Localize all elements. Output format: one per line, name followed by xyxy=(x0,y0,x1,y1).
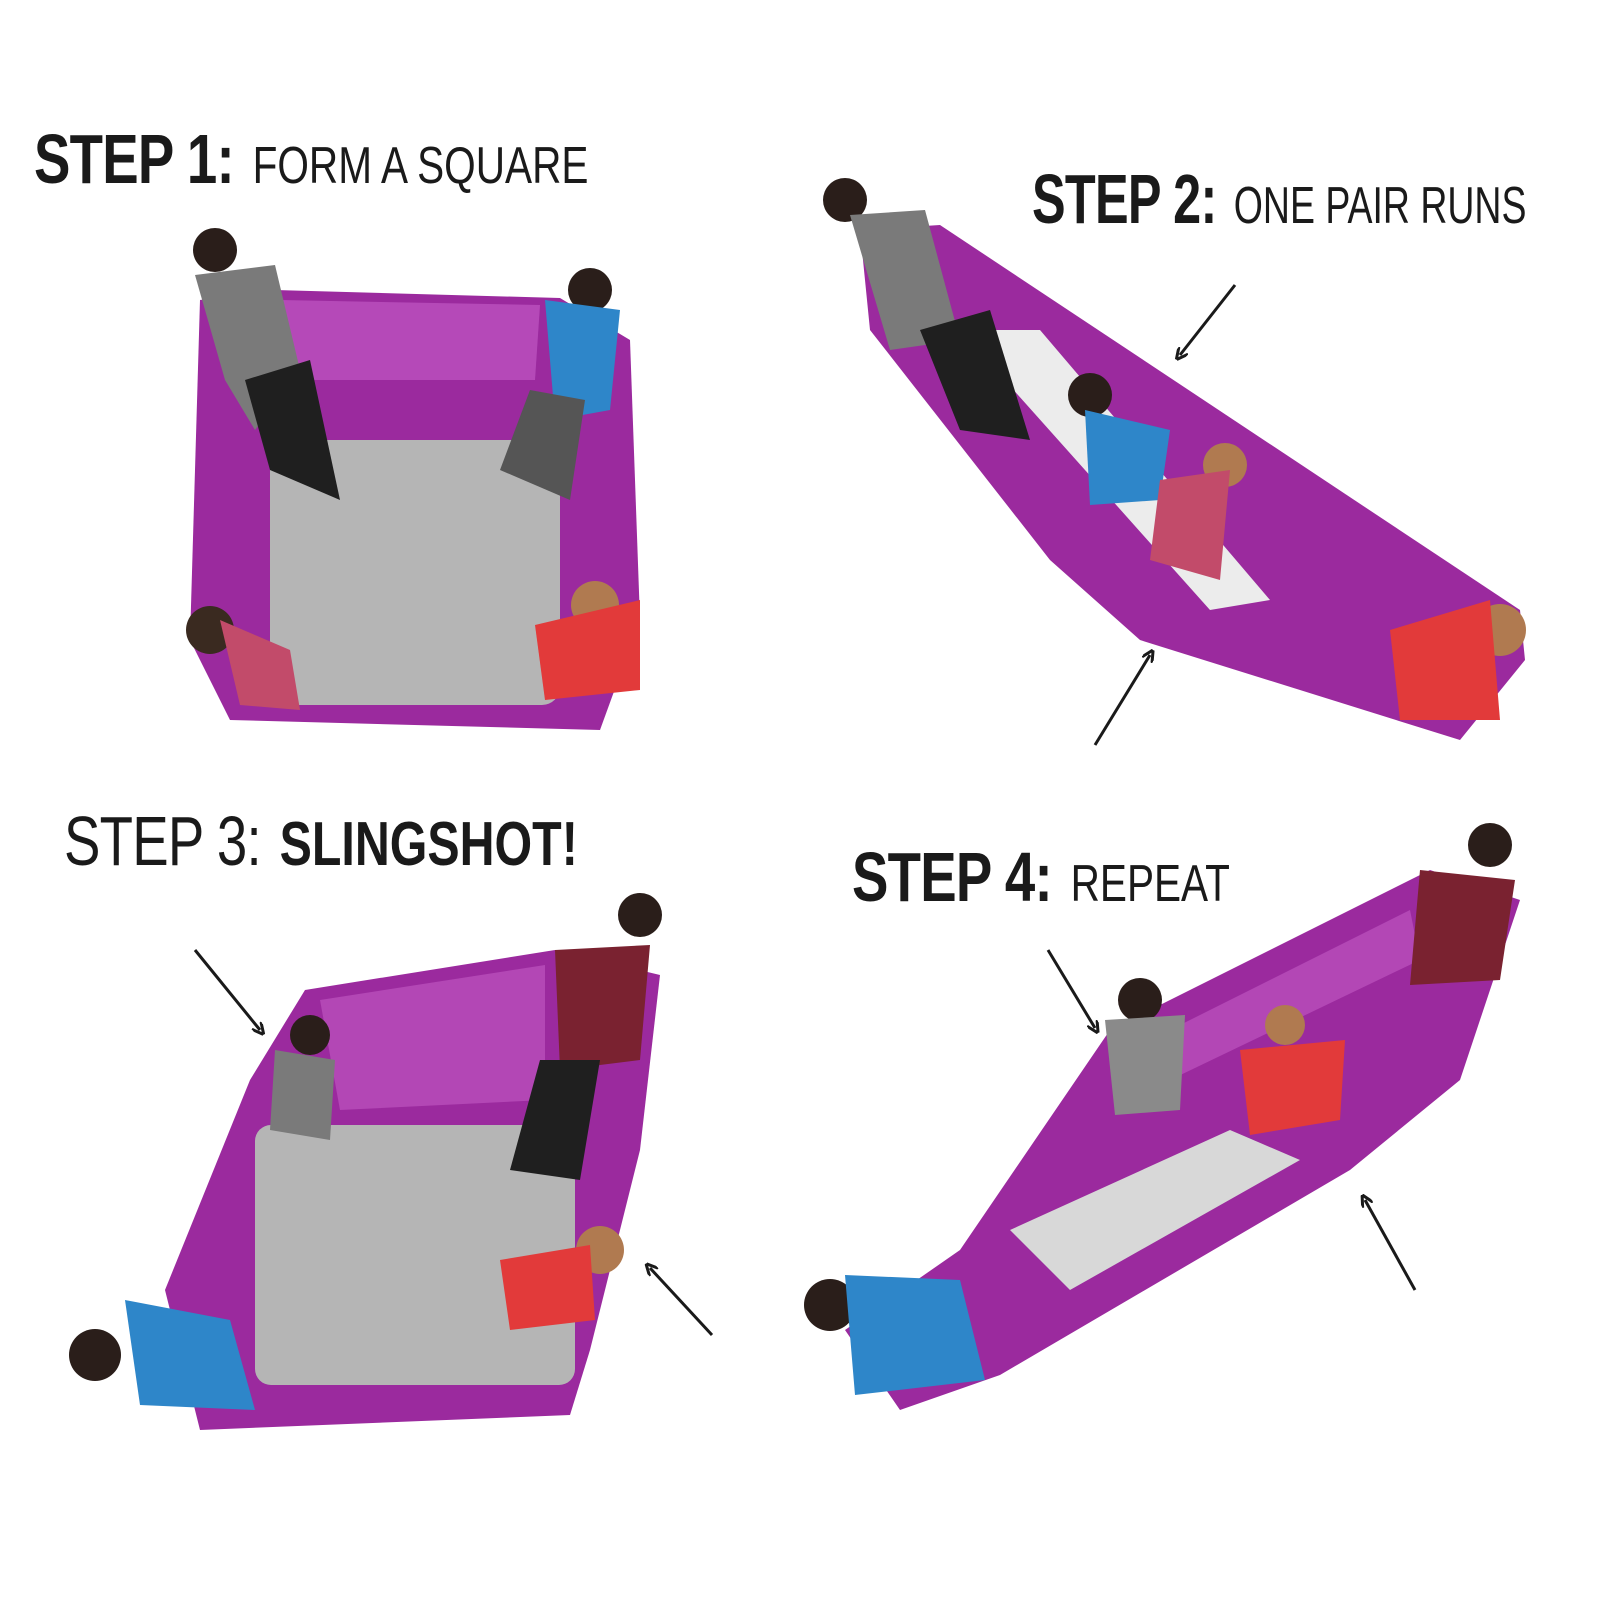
person-pink xyxy=(1150,443,1247,580)
step-1-heading: STEP 1:FORM A SQUARE xyxy=(34,124,588,194)
person-blue xyxy=(69,1300,255,1410)
step-4-heading: STEP 4:REPEAT xyxy=(852,842,1230,912)
arrow xyxy=(1093,655,1150,746)
person-gray xyxy=(193,228,340,500)
step-3-text: SLINGSHOT! xyxy=(279,810,578,879)
step-3-label: STEP 3: xyxy=(64,802,262,880)
step-2-heading: STEP 2:ONE PAIR RUNS xyxy=(1032,164,1526,234)
person-red xyxy=(535,581,640,700)
person-maroon xyxy=(510,893,662,1180)
step-4-label: STEP 4: xyxy=(852,838,1053,916)
person-gray xyxy=(823,178,1030,440)
step-1-text: FORM A SQUARE xyxy=(252,137,589,195)
person-gray xyxy=(1105,978,1185,1115)
person-blue xyxy=(500,268,620,500)
mat xyxy=(1010,1130,1300,1290)
arrow xyxy=(650,1268,714,1337)
person-red xyxy=(1240,1005,1345,1135)
band xyxy=(845,870,1520,1410)
person-gray xyxy=(270,1015,335,1140)
step-2-text: ONE PAIR RUNS xyxy=(1233,177,1527,235)
step-2-label: STEP 2: xyxy=(1032,160,1217,238)
step-2-illustration xyxy=(823,178,1526,746)
mat xyxy=(270,440,560,705)
band-highlight xyxy=(320,965,545,1110)
person-blue xyxy=(1068,373,1170,505)
step-3-heading: STEP 3:SLINGSHOT! xyxy=(64,806,578,876)
arrow xyxy=(1046,949,1095,1028)
person-blue xyxy=(804,1275,985,1395)
mat xyxy=(255,1125,575,1385)
step-4-illustration xyxy=(804,823,1520,1410)
step-1-illustration xyxy=(186,228,640,730)
person-maroon xyxy=(1410,823,1515,985)
person-red xyxy=(500,1226,624,1330)
band-highlight xyxy=(1150,910,1420,1080)
band-highlight xyxy=(280,300,540,380)
step-4-text: REPEAT xyxy=(1070,855,1230,913)
arrow xyxy=(1180,284,1237,355)
step-3-illustration xyxy=(69,893,714,1430)
person-red xyxy=(1390,600,1526,720)
arrow xyxy=(1365,1200,1417,1291)
person-pink xyxy=(186,606,300,710)
arrow xyxy=(193,949,260,1030)
step-1-label: STEP 1: xyxy=(34,120,235,198)
